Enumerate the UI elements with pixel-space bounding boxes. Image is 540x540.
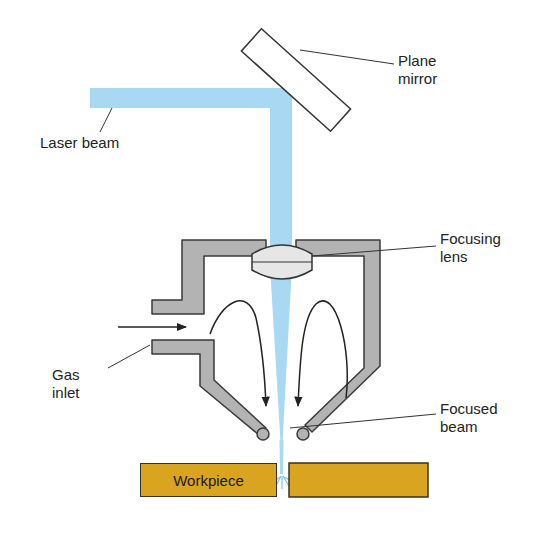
part-label: Focused beam: [440, 400, 522, 436]
part-label: Plane mirror: [398, 52, 468, 88]
nozzle-housing: [152, 240, 380, 440]
laser-beam: [90, 88, 292, 474]
gas-flow-arrows: [118, 301, 347, 406]
node-text: Workpiece: [173, 472, 244, 489]
workpiece-right: [289, 463, 428, 497]
lens-edge: [252, 262, 312, 263]
part-label: Focusing lens: [440, 230, 522, 266]
part-label: Gas inlet: [52, 366, 104, 402]
leader-lines: [100, 50, 436, 428]
plane-mirror: [241, 29, 350, 132]
workpiece-block: Workpiece: [140, 463, 277, 497]
part-label: Laser beam: [40, 134, 119, 152]
focusing-lens: [252, 245, 312, 279]
